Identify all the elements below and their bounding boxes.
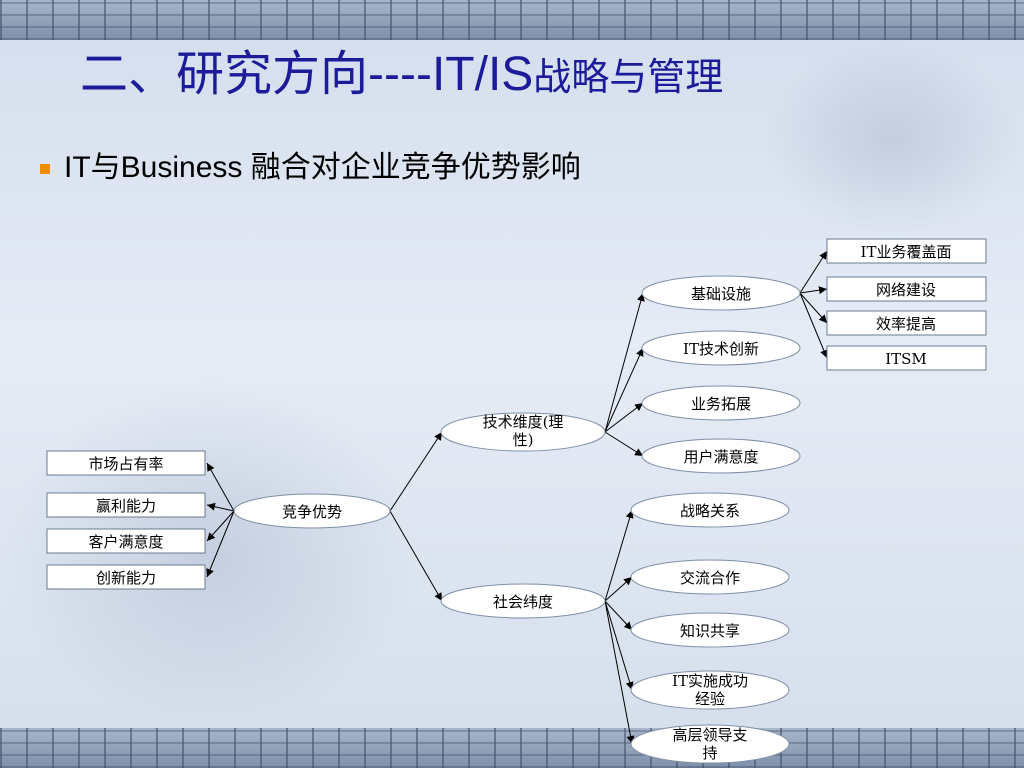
node-knowledge-sharing-label: 知识共享 <box>680 622 740 640</box>
node-it-coverage: IT业务覆盖面 <box>826 238 987 264</box>
title-part-1: 二、研究方向 <box>80 46 369 102</box>
edge-social-to-knowledge <box>604 600 633 631</box>
node-it-coverage-label: IT业务覆盖面 <box>861 243 952 261</box>
node-itsm-label: ITSM <box>885 350 927 368</box>
node-competitive-advantage-label: 竞争优势 <box>282 503 342 521</box>
node-efficiency-label: 效率提高 <box>876 315 936 333</box>
node-it-tech-innovation: IT技术创新 <box>641 330 801 366</box>
node-tech-dimension: 技术维度(理 性) <box>440 412 606 452</box>
bullet-text-part-4: 融合对企业竞争优势影响 <box>250 150 581 185</box>
edge-tech-to-it-innovation <box>604 347 644 433</box>
edge-infrastructure-to-itsm <box>799 292 828 359</box>
node-it-experience: IT实施成功 经验 <box>630 670 790 710</box>
node-profitability-label: 赢利能力 <box>96 497 156 515</box>
node-customer-satisfaction-label: 客户满意度 <box>88 533 163 551</box>
node-profitability: 赢利能力 <box>46 492 206 518</box>
node-infrastructure-label: 基础设施 <box>691 285 751 303</box>
diagram-edges <box>206 250 828 745</box>
node-competitive-advantage: 竞争优势 <box>233 493 391 529</box>
node-business-expansion: 业务拓展 <box>641 385 801 421</box>
node-strategic-relationship-label: 战略关系 <box>680 502 740 520</box>
edge-tech-to-user-satisfaction <box>604 431 644 457</box>
edge-advantage-to-social-dimension <box>389 510 443 602</box>
node-market-share-label: 市场占有率 <box>88 455 163 473</box>
edge-advantage-to-tech-dimension <box>389 431 443 512</box>
node-market-share: 市场占有率 <box>46 450 206 476</box>
bullet-text-part-1: IT <box>64 151 91 184</box>
node-innovation: 创新能力 <box>46 564 206 590</box>
slide-title: 二、研究方向----IT/IS战略与管理 <box>80 34 723 104</box>
node-it-tech-innovation-label: IT技术创新 <box>683 340 759 358</box>
node-network-construction-label: 网络建设 <box>876 281 936 299</box>
edge-advantage-to-profitability <box>206 502 235 512</box>
edge-tech-to-business-expansion <box>604 402 644 433</box>
node-user-satisfaction-label: 用户满意度 <box>683 448 758 466</box>
bullet-text-part-3: Business <box>120 151 251 184</box>
node-communication-cooperation: 交流合作 <box>630 559 790 595</box>
node-user-satisfaction: 用户满意度 <box>641 438 801 474</box>
node-infrastructure: 基础设施 <box>641 275 801 311</box>
top-decorative-bar <box>0 0 1024 40</box>
edge-social-to-it-experience <box>604 600 634 691</box>
node-social-dimension-label: 社会纬度 <box>493 593 553 611</box>
title-part-3: 战略与管理 <box>533 55 724 99</box>
edge-social-to-communication <box>604 576 633 602</box>
node-it-experience-label-1: IT实施成功 <box>672 672 748 690</box>
node-leadership-support: 高层领导支 持 <box>630 724 790 764</box>
node-strategic-relationship: 战略关系 <box>630 492 790 528</box>
node-network-construction: 网络建设 <box>826 276 987 302</box>
edge-advantage-to-market-share <box>206 462 235 512</box>
edge-advantage-to-customer-satisfaction <box>206 510 235 542</box>
node-efficiency: 效率提高 <box>826 310 987 336</box>
node-customer-satisfaction: 客户满意度 <box>46 528 206 554</box>
edge-infrastructure-to-it-coverage <box>799 250 828 294</box>
background-decoration-top-right <box>760 40 1024 240</box>
node-it-experience-label-2: 经验 <box>695 690 725 708</box>
node-social-dimension: 社会纬度 <box>440 583 606 619</box>
edge-tech-to-infrastructure <box>604 292 645 433</box>
node-knowledge-sharing: 知识共享 <box>630 612 790 648</box>
edge-social-to-leadership <box>604 600 635 745</box>
edge-infrastructure-to-efficiency <box>799 292 828 324</box>
title-part-2: ----IT/IS <box>368 48 534 101</box>
bullet-square-icon <box>40 163 50 174</box>
bullet-text: IT与Business 融合对企业竞争优势影响 <box>64 150 581 185</box>
edge-infrastructure-to-network <box>799 286 828 295</box>
bullet-item: IT与Business 融合对企业竞争优势影响 <box>40 142 581 186</box>
node-tech-dimension-label-2: 性) <box>513 431 534 449</box>
node-leadership-support-label-2: 持 <box>702 744 717 762</box>
edge-advantage-to-innovation <box>206 510 235 578</box>
node-business-expansion-label: 业务拓展 <box>691 395 751 413</box>
node-innovation-label: 创新能力 <box>96 569 156 587</box>
node-tech-dimension-label-1: 技术维度(理 <box>483 413 564 431</box>
node-leadership-support-label-1: 高层领导支 <box>672 726 747 744</box>
node-itsm: ITSM <box>826 345 987 371</box>
bottom-decorative-bar <box>0 728 1024 768</box>
background-decoration-bottom-left <box>0 380 420 728</box>
node-communication-cooperation-label: 交流合作 <box>680 569 740 587</box>
edge-social-to-strategic <box>604 509 634 602</box>
bullet-text-part-2: 与 <box>90 150 121 185</box>
